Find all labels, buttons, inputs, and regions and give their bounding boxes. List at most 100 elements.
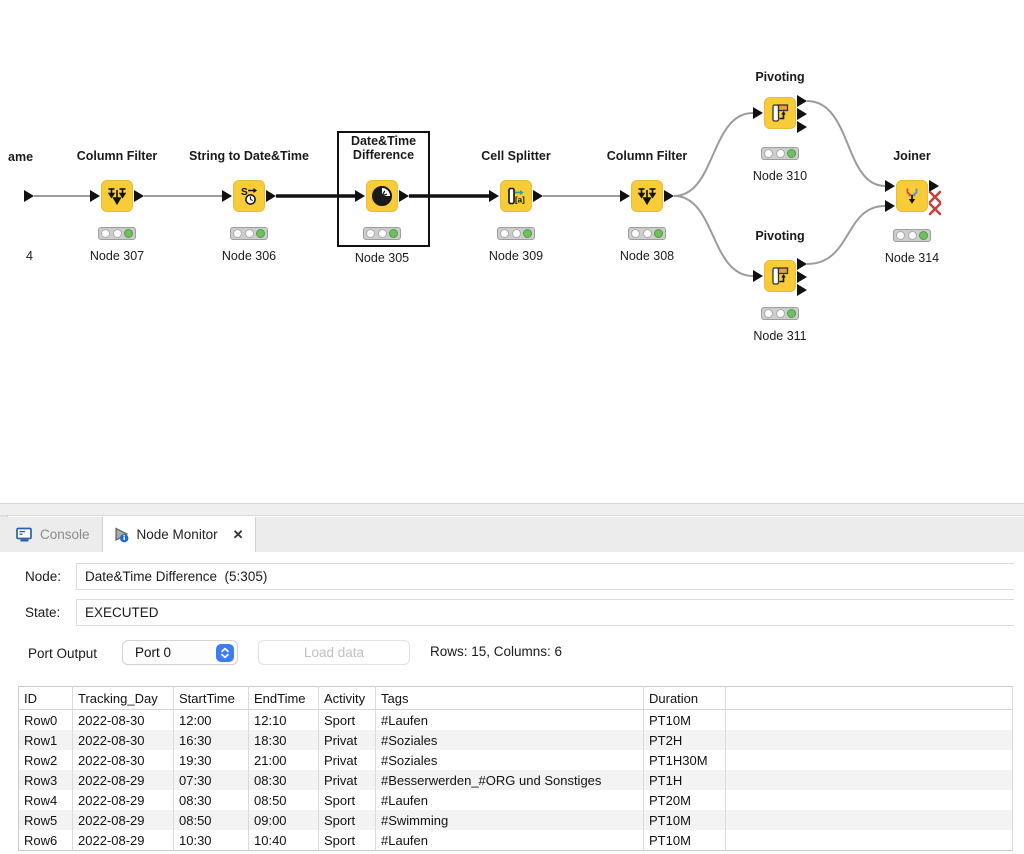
table-cell: #Soziales <box>375 730 644 750</box>
node-field-value[interactable]: Date&Time Difference (5:305) <box>76 563 1014 590</box>
selection-frame <box>337 131 430 247</box>
cell-splitter-node[interactable]: [a] <box>500 180 532 212</box>
output-port[interactable] <box>266 190 276 202</box>
table-cell: #Laufen <box>375 790 644 810</box>
input-port[interactable] <box>90 190 100 202</box>
port-select[interactable]: Port 0 <box>122 640 238 665</box>
tab-console[interactable]: Console <box>6 517 102 552</box>
table-cell: Row4 <box>18 790 73 810</box>
column-filter-icon <box>107 188 127 206</box>
node-field-label: Node: <box>25 569 62 584</box>
col-header[interactable]: StartTime <box>173 686 249 710</box>
table-cell: #Besserwerden_#ORG und Sonstiges <box>375 770 644 790</box>
pivoting-node[interactable] <box>764 260 796 292</box>
col-header[interactable] <box>725 686 1013 710</box>
output-port[interactable] <box>929 180 939 192</box>
output-port[interactable] <box>797 284 807 296</box>
node-number: Node 306 <box>221 249 277 263</box>
node-monitor-icon <box>114 527 128 543</box>
panel-divider[interactable] <box>0 503 1024 516</box>
input-port[interactable] <box>355 190 365 202</box>
node-label: Cell Splitter <box>481 149 551 163</box>
traffic-light <box>893 229 931 242</box>
output-port[interactable] <box>664 190 674 202</box>
table-cell <box>725 790 1013 810</box>
joiner-node[interactable] <box>896 180 928 212</box>
table-cell: PT1H30M <box>643 750 726 770</box>
table-cell: #Laufen <box>375 830 644 851</box>
node-label: Joiner <box>893 149 931 163</box>
col-header[interactable]: ID <box>18 686 73 710</box>
workflow-connections <box>24 95 942 296</box>
table-cell: #Soziales <box>375 750 644 770</box>
input-port[interactable] <box>222 190 232 202</box>
connection[interactable] <box>806 205 886 265</box>
svg-text:S: S <box>241 187 248 198</box>
table-cell: 10:40 <box>248 830 319 851</box>
connection[interactable] <box>673 195 754 277</box>
table-cell: 2022-08-30 <box>72 750 174 770</box>
col-header[interactable]: Duration <box>643 686 726 710</box>
output-port[interactable] <box>24 190 34 202</box>
node-number-truncated: 4 <box>26 249 33 263</box>
table-cell: 08:30 <box>248 770 319 790</box>
col-header[interactable]: Tracking_Day <box>72 686 174 710</box>
connection[interactable] <box>673 112 754 197</box>
workflow-canvas[interactable]: ame 4 Column Filter Node 307 String to D… <box>0 0 1024 503</box>
col-header[interactable]: EndTime <box>248 686 319 710</box>
input-port[interactable] <box>489 190 499 202</box>
output-port[interactable] <box>797 95 807 107</box>
table-cell: 2022-08-29 <box>72 770 174 790</box>
input-port[interactable] <box>885 200 895 212</box>
output-port[interactable] <box>797 258 807 270</box>
table-cell: Row1 <box>18 730 73 750</box>
input-port[interactable] <box>885 180 895 192</box>
input-port[interactable] <box>620 190 630 202</box>
tab-label: Node Monitor <box>136 527 218 542</box>
output-port[interactable] <box>399 190 409 202</box>
port-output-label: Port Output <box>28 646 98 661</box>
column-filter-node[interactable] <box>631 180 663 212</box>
output-port[interactable] <box>797 121 807 133</box>
table-cell: Sport <box>318 790 376 810</box>
col-header[interactable]: Activity <box>318 686 376 710</box>
table-header-row: ID Tracking_Day StartTime EndTime Activi… <box>18 686 1013 710</box>
close-icon[interactable]: ✕ <box>232 526 244 542</box>
console-icon <box>16 527 32 541</box>
table-cell <box>725 810 1013 830</box>
datetime-difference-node[interactable] <box>366 180 398 212</box>
load-data-button[interactable]: Load data <box>258 640 410 665</box>
pivoting-node[interactable] <box>764 97 796 129</box>
table-cell: 08:30 <box>173 790 249 810</box>
output-port[interactable] <box>134 190 144 202</box>
state-field-value[interactable]: EXECUTED <box>76 599 1014 626</box>
table-cell: #Laufen <box>375 709 644 730</box>
table-cell: 18:30 <box>248 730 319 750</box>
tab-node-monitor[interactable]: Node Monitor ✕ <box>101 517 257 552</box>
output-port[interactable] <box>797 108 807 120</box>
col-header[interactable]: Tags <box>375 686 644 710</box>
string-to-datetime-node[interactable]: S <box>233 180 265 212</box>
node-number: Node 314 <box>884 251 940 265</box>
table-cell: Sport <box>318 810 376 830</box>
port-output-table[interactable]: ID Tracking_Day StartTime EndTime Activi… <box>18 686 1013 851</box>
output-port[interactable] <box>797 271 807 283</box>
table-cell: 21:00 <box>248 750 319 770</box>
pivoting-icon <box>772 267 789 285</box>
output-port[interactable] <box>533 190 543 202</box>
column-filter-node[interactable] <box>101 180 133 212</box>
connection[interactable] <box>806 100 886 187</box>
table-cell: 07:30 <box>173 770 249 790</box>
input-port[interactable] <box>753 270 763 282</box>
table-cell: Privat <box>318 750 376 770</box>
input-port[interactable] <box>753 107 763 119</box>
table-cell <box>725 830 1013 851</box>
